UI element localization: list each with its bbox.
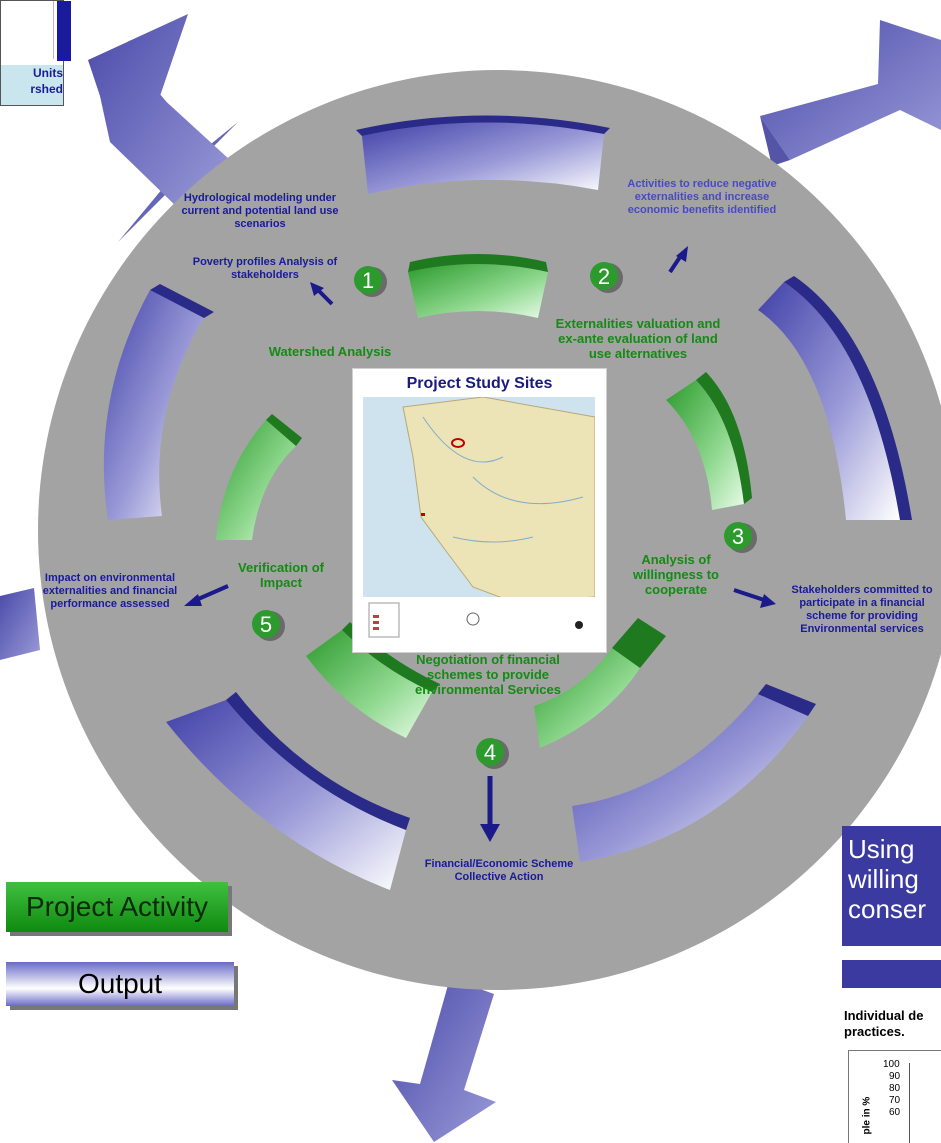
step-badge-5: 5 [252,610,285,641]
pointer-arrow-step1 [310,282,334,306]
step-number-3: 3 [732,524,744,549]
card-grid [1,1,54,59]
mini-chart-tick-70: 70 [889,1095,901,1106]
activity-segment-bottom-right [534,618,666,748]
activity-segment-right [666,372,752,510]
activity-segment-left [216,414,302,540]
card-footer: Units rshed [1,65,63,105]
step-number-4: 4 [484,740,496,765]
step-badge-2: 2 [590,262,623,293]
mini-chart-tick-60: 60 [889,1107,901,1118]
pointer-arrow-step2 [668,246,688,274]
map-image [363,397,595,645]
outer-arrow-left [0,588,40,660]
output-impact-label: Impact on environmental externalities an… [42,572,178,610]
output-segment-top [356,115,610,194]
card-line-1: Units [33,66,63,80]
project-study-sites-card: Project Study Sites [352,368,607,653]
step-4-label: Negotiation of financial schemes to prov… [415,652,561,697]
pointer-arrow-step3 [733,588,776,608]
step-badge-1: 1 [354,266,387,297]
mini-chart-axis [909,1063,910,1143]
heading-line-2: willing [848,864,919,894]
legend-activity-label: Project Activity [25,891,209,922]
output-poverty-label: Poverty profiles Analysis of stakeholder… [192,256,338,281]
mini-chart-ylabel: ple in % [861,1096,873,1135]
map-title: Project Study Sites [406,375,553,392]
outer-arrow-bottom [392,978,496,1142]
step-badge-3: 3 [724,522,757,553]
mini-chart-tick-100: 100 [883,1059,900,1070]
activity-segment-top [408,254,548,318]
step-number-2: 2 [598,264,610,289]
output-segment-bottom-right [572,684,816,862]
top-left-card: Units rshed [0,0,71,106]
right-panel: Using willing conser Individual de pract… [842,826,941,1143]
output-activities-label: Activities to reduce negative externalit… [627,178,777,216]
outer-arrow-top-left [88,14,238,242]
step-5-label: Verification of Impact [238,560,324,590]
outer-arrow-top-right [760,20,941,166]
step-2-label: Externalities valuation and ex-ante eval… [555,316,721,361]
right-panel-header: Using willing conser [842,826,941,946]
output-segment-right [758,276,912,520]
mini-chart-tick-90: 90 [889,1071,901,1082]
legend-output-label: Output [77,968,163,999]
step-1-label: Watershed Analysis [268,344,392,359]
pointer-arrow-step4 [480,776,500,842]
heading-line-1: Using [848,834,915,864]
site-marker [451,438,465,448]
output-hydro-label: Hydrological modeling under current and … [181,192,339,230]
legend-output: Output [6,962,234,1006]
step-badge-4: 4 [476,738,509,769]
pointer-arrow-step5 [184,584,229,606]
right-panel-bar [842,960,941,988]
step-number-1: 1 [362,268,374,293]
output-stakeholders-label: Stakeholders committed to participate in… [791,584,933,635]
card-bar [57,1,71,61]
step-number-5: 5 [260,612,272,637]
card-line-2: rshed [30,82,63,96]
mini-chart: ple in % 100 90 80 70 60 [848,1050,941,1143]
heading-line-3: conser [848,894,927,924]
step-3-label: Analysis of willingness to cooperate [633,552,719,597]
legend-activity: Project Activity [6,882,228,932]
mini-chart-tick-80: 80 [889,1083,901,1094]
output-financial-label: Financial/Economic Scheme Collective Act… [424,858,574,883]
right-panel-subheading: Individual de practices. [844,1008,924,1039]
output-segment-left [103,284,214,520]
output-segment-bottom-left [166,692,410,890]
